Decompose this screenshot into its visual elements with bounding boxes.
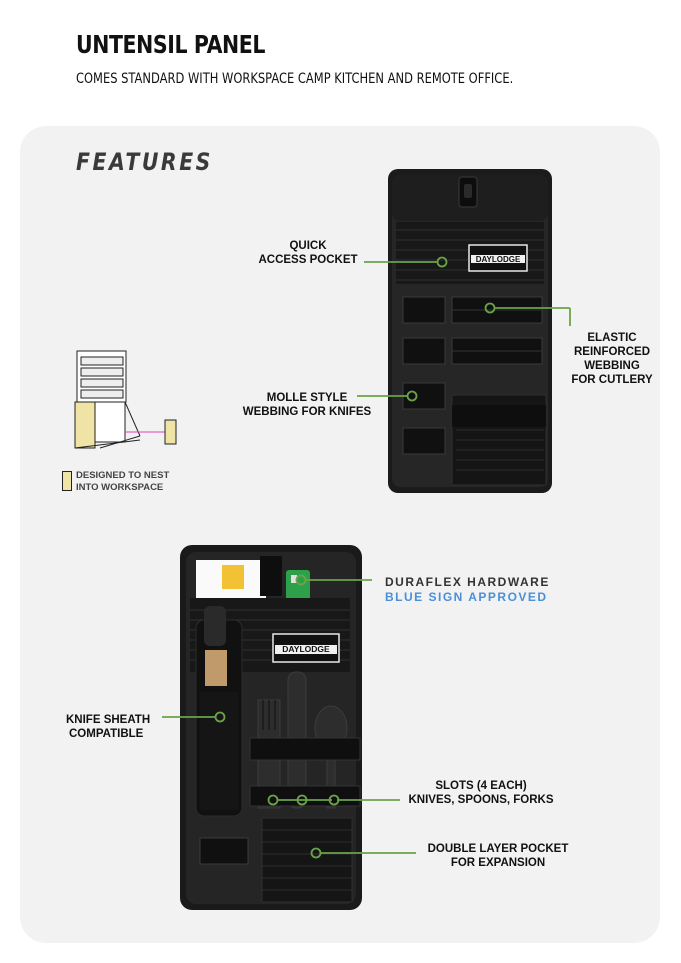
callout-quick-access-pocket: QUICK ACCESS POCKET [258, 240, 358, 266]
brand-label-bottom: DAYLODGE [282, 644, 330, 654]
callout-lines [162, 256, 571, 859]
workspace-diagram [74, 350, 177, 449]
callout-knife-sheath: KNIFE SHEATH COMPATIBLE [66, 714, 151, 740]
features-heading: FEATURES [76, 148, 213, 176]
callout-elastic-webbing: ELASTIC REINFORCED WEBBING FOR CUTLERY [571, 332, 653, 386]
page-subtitle: COMES STANDARD WITH WORKSPACE CAMP KITCH… [76, 71, 514, 87]
callout-cutlery-slots: SLOTS (4 EACH) KNIVES, SPOONS, FORKS [408, 780, 554, 806]
callout-duraflex-hardware: DURAFLEX HARDWARE BLUE SIGN APPROVED [385, 575, 550, 604]
brand-label-top: DAYLODGE [476, 255, 521, 264]
legend-swatch [62, 471, 72, 491]
legend-nest-into-workspace: DESIGNED TO NEST INTO WORKSPACE [76, 470, 170, 493]
callout-double-layer-pocket: DOUBLE LAYER POCKET FOR EXPANSION [427, 843, 569, 869]
blue-sign-approved: BLUE SIGN APPROVED [385, 590, 548, 604]
page-title: UNTENSIL PANEL [76, 30, 266, 59]
utensil-panel-top-image [388, 169, 552, 493]
callout-molle-webbing: MOLLE STYLE WEBBING FOR KNIFES [242, 392, 372, 418]
